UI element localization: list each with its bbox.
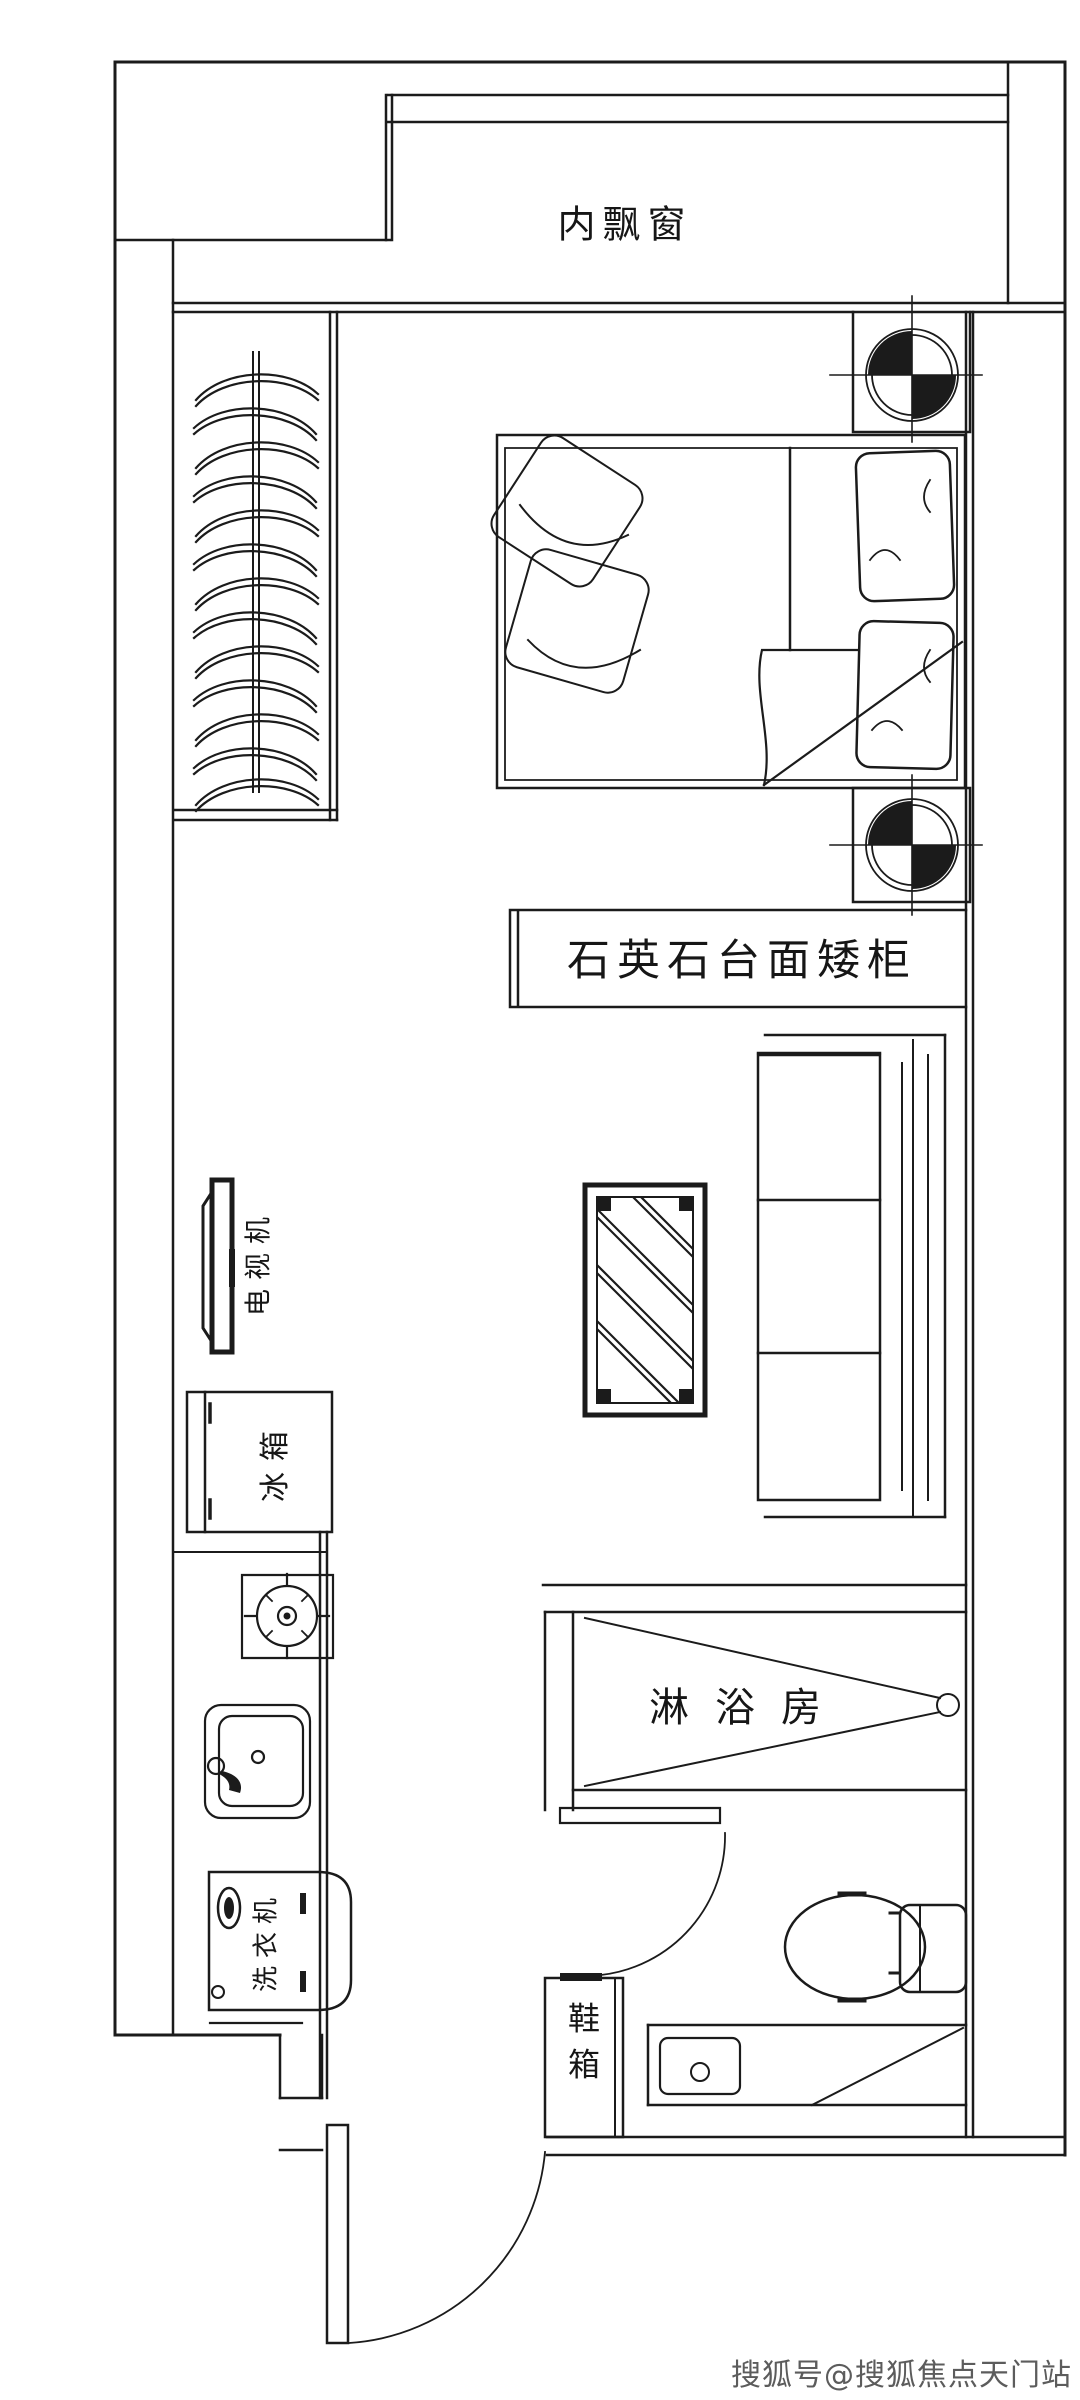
fridge-icon xyxy=(187,1392,332,1532)
entry-door-leaf xyxy=(327,2125,348,2343)
shoe-cabinet-label: 鞋箱 xyxy=(567,1999,600,2084)
washing-machine-icon xyxy=(209,1872,351,2023)
pillow-icon xyxy=(855,450,954,601)
quartz-cabinet-label: 石英石台面矮柜 xyxy=(567,936,917,986)
decor-cushion-icon xyxy=(485,429,652,696)
bathroom-door-swing xyxy=(601,1833,725,1975)
sofa-icon xyxy=(758,1035,945,1517)
toilet-icon xyxy=(785,1894,966,2000)
kitchen-sink-icon xyxy=(205,1705,310,1818)
entry-door-swing xyxy=(349,2152,545,2343)
quartz-counter-cabinet xyxy=(510,910,966,1007)
shower-enclosure-icon xyxy=(545,1612,966,1975)
column-section-symbol-bottom xyxy=(830,775,982,915)
shower-room-label: 淋浴房 xyxy=(649,1685,847,1731)
wash-basin-icon xyxy=(648,2025,966,2105)
wardrobe xyxy=(175,312,337,820)
clothes-hangers-icon xyxy=(192,372,320,813)
double-bed-icon xyxy=(485,429,965,788)
gas-stove-icon xyxy=(242,1574,333,1658)
blanket-fold xyxy=(759,650,858,785)
watermark: 搜狐号@搜狐焦点天门站 xyxy=(731,2358,1072,2393)
tv-icon xyxy=(203,1180,232,1352)
bay-window-label: 内飘窗 xyxy=(557,202,693,247)
walls xyxy=(115,62,1065,2155)
column-section-symbol-top xyxy=(830,296,982,442)
shoe-cabinet-box xyxy=(545,1973,623,2137)
bathroom-door-leaf xyxy=(560,1808,720,1823)
tv-label: 电视机 xyxy=(243,1208,275,1316)
fridge-label: 冰箱 xyxy=(258,1420,293,1502)
coffee-table-icon xyxy=(500,1056,800,1532)
pillow-icon xyxy=(856,621,954,769)
washing-machine-label: 洗衣机 xyxy=(251,1889,282,1993)
entry-door-icon xyxy=(327,2125,545,2343)
